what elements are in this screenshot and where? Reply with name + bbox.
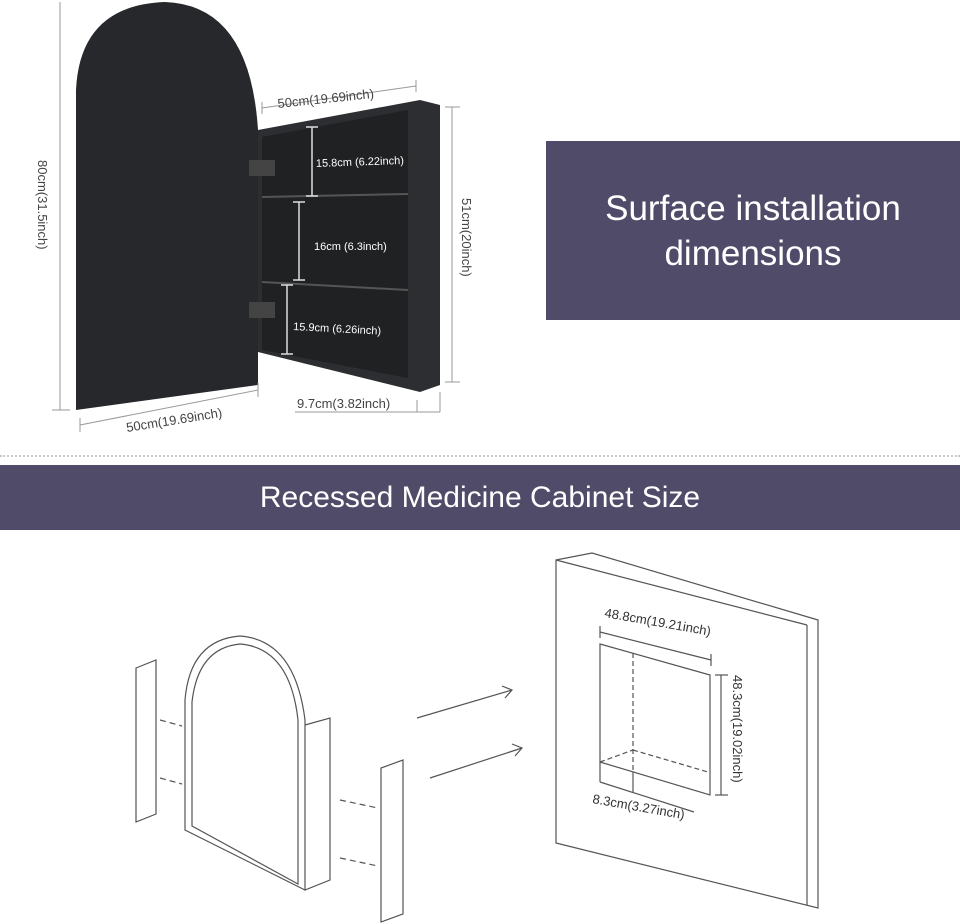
section-divider	[0, 455, 960, 457]
shelf-bottom-dim: 15.9cm (6.26inch)	[293, 321, 382, 338]
shelf-top-dim: 15.8cm (6.22inch)	[316, 155, 404, 170]
surface-installation-panel: Surface installation dimensions	[546, 141, 960, 320]
arched-door	[76, 2, 258, 410]
shelf-mid-dim: 16cm (6.3inch)	[314, 241, 387, 253]
depth-dim: 9.7cm(3.82inch)	[297, 396, 390, 411]
mirror-door	[184, 635, 306, 891]
opening-depth-dim: 8.3cm(3.27inch)	[591, 791, 685, 822]
hinge-bottom	[249, 302, 275, 318]
recessed-banner: Recessed Medicine Cabinet Size	[0, 465, 960, 530]
side-trim-left	[135, 659, 157, 823]
opening-height-dim: 48.3cm(19.02inch)	[730, 675, 745, 783]
outer-dimension-lines	[52, 2, 460, 432]
surface-title-line1: Surface installation	[605, 188, 901, 228]
opening-width-dim: 48.8cm(19.21inch)	[603, 605, 712, 638]
recessed-box	[304, 717, 331, 891]
recessed-line-drawing	[135, 552, 819, 923]
shelf-1	[261, 193, 409, 198]
wall-block	[555, 552, 819, 909]
box-width-dim: 50cm(19.69inch)	[277, 86, 375, 111]
cabinet-interior	[262, 110, 408, 378]
surface-title-line2: dimensions	[664, 233, 842, 273]
hinge-top	[249, 160, 275, 176]
door-width-dim: 50cm(19.69inch)	[125, 405, 223, 435]
arrow-lower	[429, 743, 524, 779]
side-trim-right	[380, 759, 404, 923]
arrow-upper	[416, 685, 514, 719]
height-dim: 80cm(31.5inch)	[35, 160, 50, 250]
wall-opening	[599, 643, 711, 796]
recessed-banner-title: Recessed Medicine Cabinet Size	[259, 480, 701, 514]
box-height-dim: 51cm(20inch)	[459, 198, 474, 277]
surface-title: Surface installation dimensions	[605, 186, 901, 276]
shelf-2	[261, 281, 409, 291]
shelf-dimension-lines	[281, 126, 318, 355]
cabinet-illustration: 15.8cm (6.22inch) 16cm (6.3inch) 15.9cm …	[76, 2, 440, 410]
